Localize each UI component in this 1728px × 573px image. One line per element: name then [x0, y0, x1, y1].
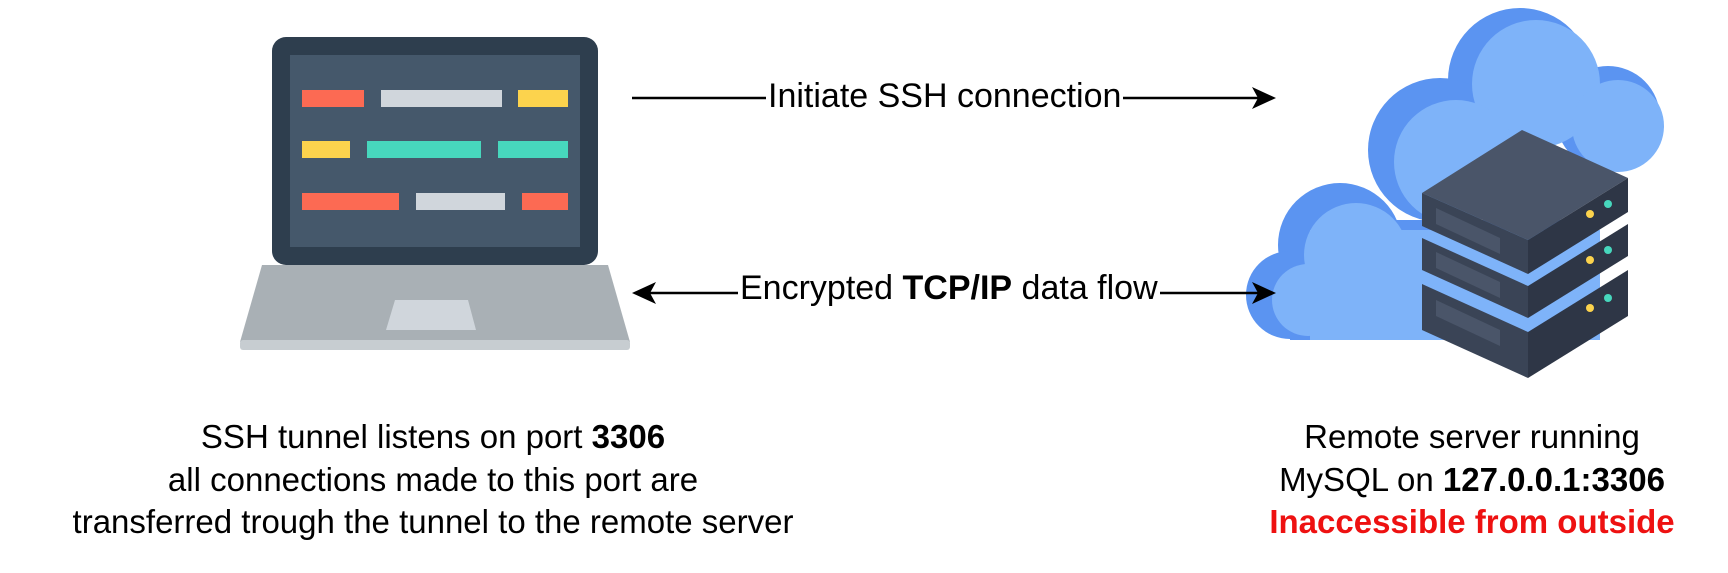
inaccessible-warning: Inaccessible from outside: [1269, 503, 1675, 540]
laptop-caption-line1: SSH tunnel listens on port 3306: [200, 418, 666, 455]
cloud-server-icon: [1246, 8, 1664, 378]
encrypted-flow-label: Encrypted TCP/IP data flow: [738, 268, 1160, 308]
laptop-caption-line3: transferred trough the tunnel to the rem…: [72, 503, 794, 540]
laptop-caption: SSH tunnel listens on port 3306 all conn…: [30, 416, 836, 544]
server-caption: Remote server running MySQL on 127.0.0.1…: [1232, 416, 1712, 544]
server-caption-line1: Remote server running: [1304, 418, 1640, 455]
laptop-icon: [240, 37, 630, 350]
server-caption-line2: MySQL on 127.0.0.1:3306: [1279, 460, 1665, 498]
laptop-caption-line2: all connections made to this port are: [167, 460, 699, 498]
initiate-ssh-label: Initiate SSH connection: [766, 76, 1124, 116]
